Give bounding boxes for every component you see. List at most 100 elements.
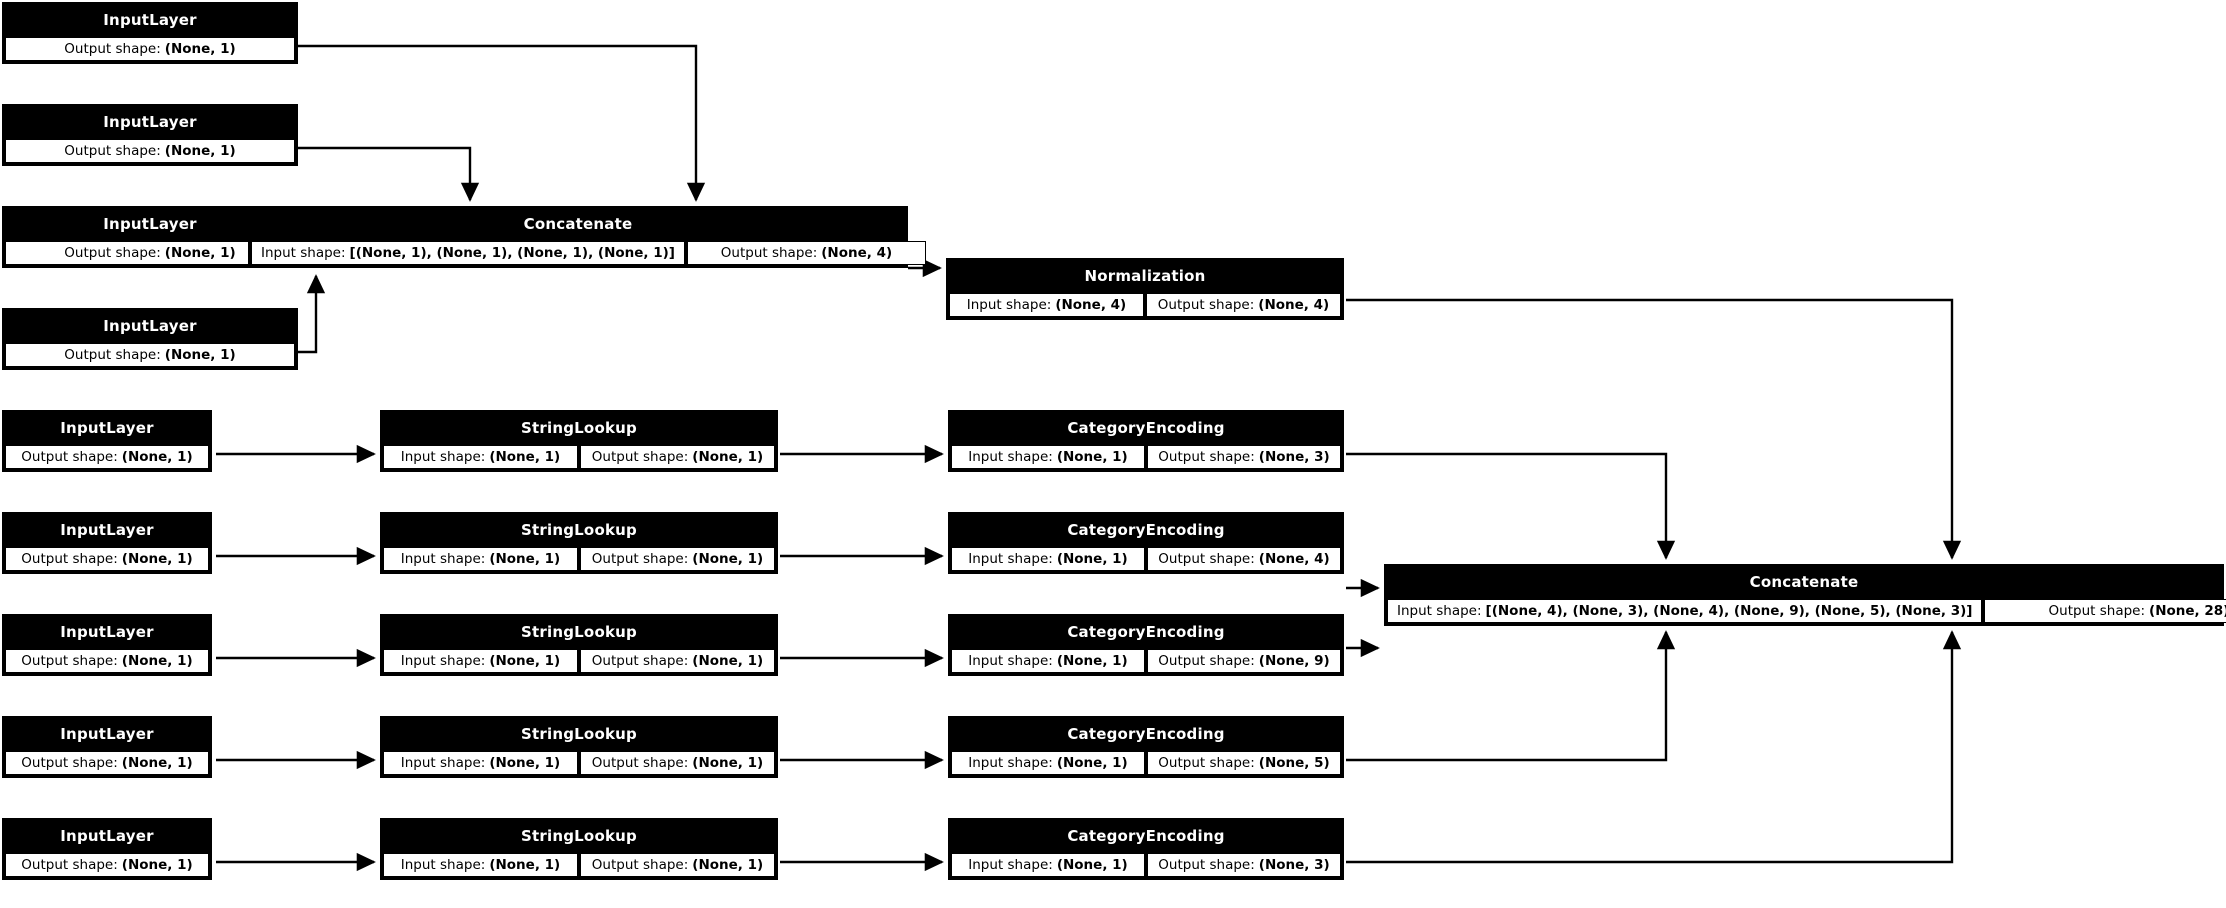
node-title-lookup_4: StringLookup [382, 718, 776, 750]
edge-encode_4-to-concat_2 [1346, 630, 1676, 762]
output-shape-encode_3: Output shape:(None, 9) [1147, 649, 1341, 673]
node-shapes-input_9: Output shape:(None, 1) [4, 852, 210, 878]
edge-encode_1-to-concat_2 [1346, 452, 1676, 560]
node-title-input_7: InputLayer [4, 616, 210, 648]
node-title-input_4: InputLayer [4, 310, 296, 342]
input-shape-encode_2: Input shape:(None, 1) [951, 547, 1145, 571]
output-shape-encode_1: Output shape:(None, 3) [1147, 445, 1341, 469]
node-shapes-lookup_3: Input shape:(None, 1)Output shape:(None,… [382, 648, 776, 674]
node-shapes-input_3: Output shape:(None, 1) [4, 240, 296, 266]
output-shape-label: Output shape: [591, 653, 689, 669]
output-shape-input_9: Output shape:(None, 1) [5, 853, 209, 877]
output-shape-lookup_3: Output shape:(None, 1) [580, 649, 775, 673]
input-shape-value: (None, 1) [489, 755, 561, 771]
output-shape-label: Output shape: [64, 143, 161, 159]
input-shape-value: [(None, 4), (None, 3), (None, 4), (None,… [1485, 603, 1973, 619]
output-shape-label: Output shape: [2048, 603, 2146, 619]
input-shape-value: (None, 4) [1055, 297, 1127, 313]
node-title-input_2: InputLayer [4, 106, 296, 138]
input-shape-label: Input shape: [968, 653, 1053, 669]
output-shape-label: Output shape: [21, 551, 118, 567]
node-shapes-encode_2: Input shape:(None, 1) Output shape:(None,… [950, 546, 1342, 572]
node-title-concat_2: Concatenate [1386, 566, 2222, 598]
node-title-lookup_5: StringLookup [382, 820, 776, 852]
node-shapes-encode_1: Input shape:(None, 1)Output shape:(None,… [950, 444, 1342, 470]
output-shape-encode_5: Output shape:(None, 3) [1147, 853, 1341, 877]
input-shape-label: Input shape: [968, 857, 1053, 873]
input-shape-encode_4: Input shape:(None, 1) [951, 751, 1145, 775]
node-shapes-encode_3: Input shape:(None, 1)Output shape:(None,… [950, 648, 1342, 674]
output-shape-value: (None, 3) [1258, 449, 1330, 465]
node-shapes-input_5: Output shape:(None, 1) [4, 444, 210, 470]
input-shape-norm_1: Input shape:(None, 4) [949, 293, 1144, 317]
node-title-lookup_1: StringLookup [382, 412, 776, 444]
node-title-encode_3: CategoryEncoding [950, 616, 1342, 648]
edge-norm_1-to-concat_2 [1346, 298, 1962, 560]
output-shape-label: Output shape: [1157, 297, 1255, 313]
output-shape-encode_4: Output shape:(None, 5) [1147, 751, 1341, 775]
input-shape-concat_1: Input shape:[(None, 1), (None, 1), (None… [251, 241, 685, 265]
output-shape-label: Output shape: [1158, 551, 1255, 567]
output-shape-label: Output shape: [720, 245, 818, 261]
input-shape-encode_3: Input shape:(None, 1) [951, 649, 1145, 673]
node-shapes-input_8: Output shape:(None, 1) [4, 750, 210, 776]
output-shape-label: Output shape: [1158, 653, 1255, 669]
output-shape-value: (None, 1) [164, 143, 236, 159]
output-shape-input_4: Output shape:(None, 1) [5, 343, 295, 367]
node-title-norm_1: Normalization [948, 260, 1342, 292]
input-shape-label: Input shape: [968, 551, 1053, 567]
node-shapes-concat_1: Input shape:[(None, 1), (None, 1), (None… [250, 240, 926, 266]
node-shapes-lookup_1: Input shape:(None, 1)Output shape:(None,… [382, 444, 776, 470]
node-title-encode_2: CategoryEncoding [950, 514, 1342, 546]
node-title-encode_5: CategoryEncoding [950, 820, 1342, 852]
input-shape-lookup_4: Input shape:(None, 1) [383, 751, 578, 775]
node-shapes-lookup_5: Input shape:(None, 1)Output shape:(None,… [382, 852, 776, 878]
input-shape-value: (None, 1) [489, 551, 561, 567]
output-shape-value: (None, 5) [1258, 755, 1330, 771]
output-shape-value: (None, 1) [692, 653, 764, 669]
output-shape-value: (None, 3) [1258, 857, 1330, 873]
node-title-encode_1: CategoryEncoding [950, 412, 1342, 444]
node-shapes-norm_1: Input shape:(None, 4) Output shape: (None,… [948, 292, 1342, 318]
input-shape-label: Input shape: [400, 449, 486, 465]
input-shape-label: Input shape: [400, 857, 486, 873]
input-shape-label: Input shape: [400, 551, 486, 567]
node-title-input_6: InputLayer [4, 514, 210, 546]
output-shape-value: (None, 1) [121, 551, 193, 567]
output-shape-value: (None, 1) [692, 857, 764, 873]
edge-encode_5-to-concat_2 [1346, 630, 1962, 864]
output-shape-label: Output shape: [1158, 857, 1255, 873]
input-shape-value: (None, 1) [489, 653, 561, 669]
node-title-input_3: InputLayer [4, 208, 296, 240]
output-shape-lookup_2: Output shape:(None, 1) [580, 547, 775, 571]
node-title-encode_4: CategoryEncoding [950, 718, 1342, 750]
node-title-input_8: InputLayer [4, 718, 210, 750]
output-shape-label: Output shape: [21, 449, 118, 465]
output-shape-input_7: Output shape:(None, 1) [5, 649, 209, 673]
output-shape-value: (None, 4) [1258, 551, 1330, 567]
input-shape-concat_2: Input shape:[(None, 4), (None, 3), (None… [1387, 599, 1983, 623]
output-shape-input_5: Output shape:(None, 1) [5, 445, 209, 469]
